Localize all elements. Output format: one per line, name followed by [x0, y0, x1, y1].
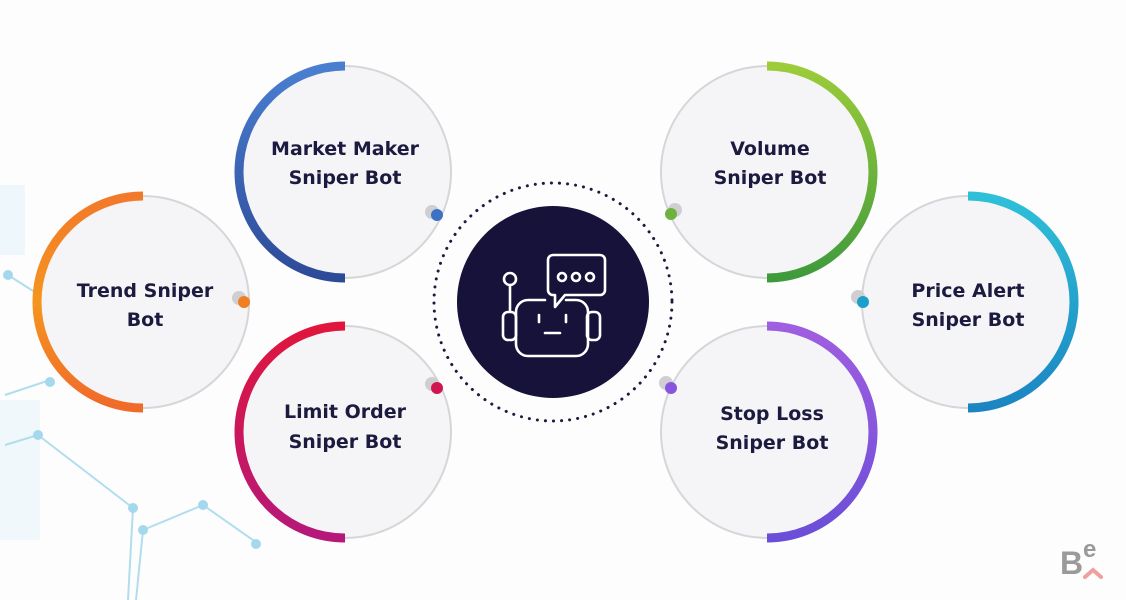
center-robot-hub	[432, 181, 674, 423]
node-label-line2: Sniper Bot	[912, 309, 1025, 331]
node-label-line2: Sniper Bot	[289, 431, 402, 453]
node-trend-sniper-bot[interactable]: Trend Sniper Bot	[32, 191, 250, 413]
logo-mark-icon	[1083, 567, 1103, 579]
network-background-decoration	[0, 185, 261, 600]
node-label-line2: Bot	[127, 309, 164, 331]
node-stop-loss-sniper-bot[interactable]: Stop Loss Sniper Bot	[659, 321, 878, 543]
connector-dot	[238, 296, 250, 308]
node-label-line1: Market Maker	[271, 138, 420, 160]
robot-chat-icon	[501, 253, 607, 358]
node-label-line1: Volume	[730, 138, 809, 160]
connector-dot	[665, 382, 677, 394]
logo-letter-e: e	[1083, 536, 1096, 563]
node-label-line2: Sniper Bot	[289, 167, 402, 189]
dotted-ring	[432, 181, 674, 423]
connector-dot	[665, 208, 677, 220]
node-price-alert-sniper-bot[interactable]: Price Alert Sniper Bot	[851, 191, 1079, 413]
node-label-line1: Price Alert	[911, 280, 1024, 302]
center-circle	[457, 206, 649, 398]
logo-letter-b: B	[1060, 545, 1083, 581]
node-volume-sniper-bot[interactable]: Volume Sniper Bot	[660, 61, 878, 283]
node-market-maker-sniper-bot[interactable]: Market Maker Sniper Bot	[234, 61, 452, 283]
connector-dot	[431, 209, 443, 221]
be-logo: B e	[1060, 536, 1103, 581]
node-limit-order-sniper-bot[interactable]: Limit Order Sniper Bot	[234, 321, 452, 543]
node-label-line2: Sniper Bot	[714, 167, 827, 189]
node-label-line1: Trend Sniper	[77, 280, 214, 302]
node-label-line1: Limit Order	[284, 401, 407, 423]
node-label-line2: Sniper Bot	[716, 432, 829, 454]
connector-dot	[431, 382, 443, 394]
node-label-line1: Stop Loss	[720, 403, 824, 425]
connector-dot	[857, 296, 869, 308]
